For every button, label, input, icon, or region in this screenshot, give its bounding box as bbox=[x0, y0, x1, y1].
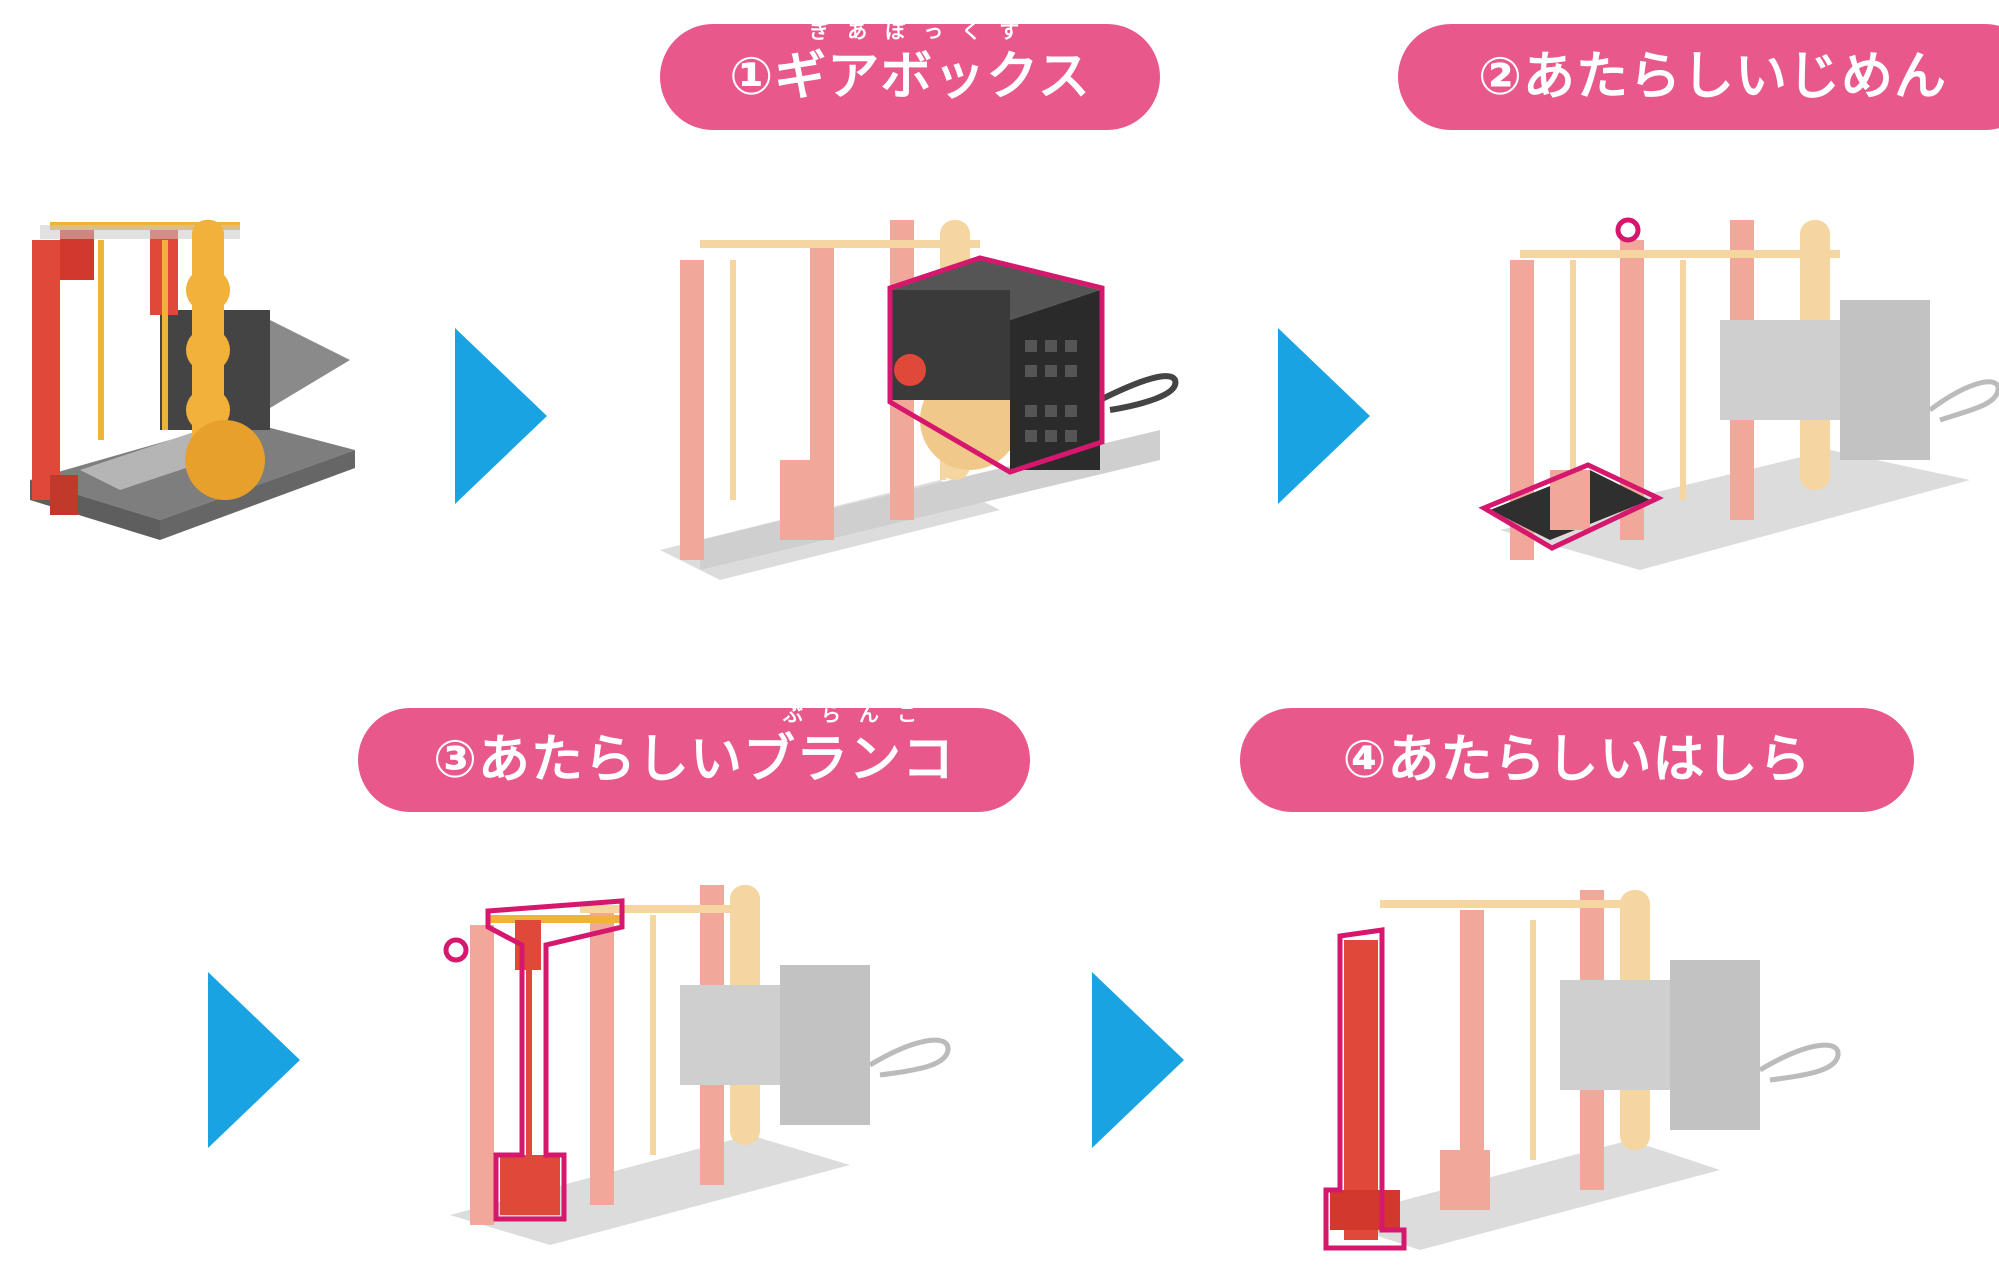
step-4-label: ④あたらしいはしら bbox=[1342, 730, 1812, 790]
step-1-gearbox-model-image bbox=[660, 220, 1179, 580]
step-4-label-pill: ④あたらしいはしら bbox=[1240, 708, 1914, 812]
step-2-label: ②あたらしいじめん bbox=[1478, 47, 1948, 107]
original-swing-model-image bbox=[30, 220, 355, 540]
arrow-icon bbox=[1278, 328, 1370, 504]
arrow-icon bbox=[208, 972, 300, 1148]
step-4-pillar-model-image bbox=[1323, 890, 1841, 1251]
step-1-ruby: ぎあぼっくす bbox=[809, 19, 1038, 43]
step-3-label: ③あたらしいブランコ bbox=[432, 730, 956, 790]
step-2-ground-model-image bbox=[1478, 217, 1999, 570]
step-1-label-pill: ぎあぼっくす ①ギアボックス bbox=[660, 19, 1160, 130]
step-1-label: ①ギアボックス bbox=[729, 47, 1091, 107]
step-3-swing-model-image bbox=[443, 885, 951, 1245]
arrow-icon bbox=[1092, 972, 1184, 1148]
arrow-icon bbox=[455, 328, 547, 504]
step-3-ruby: ぶらんこ bbox=[782, 702, 935, 726]
step-3-label-pill: ぶらんこ ③あたらしいブランコ bbox=[358, 704, 1030, 812]
step-2-label-pill: ②あたらしいじめん bbox=[1398, 24, 1999, 130]
